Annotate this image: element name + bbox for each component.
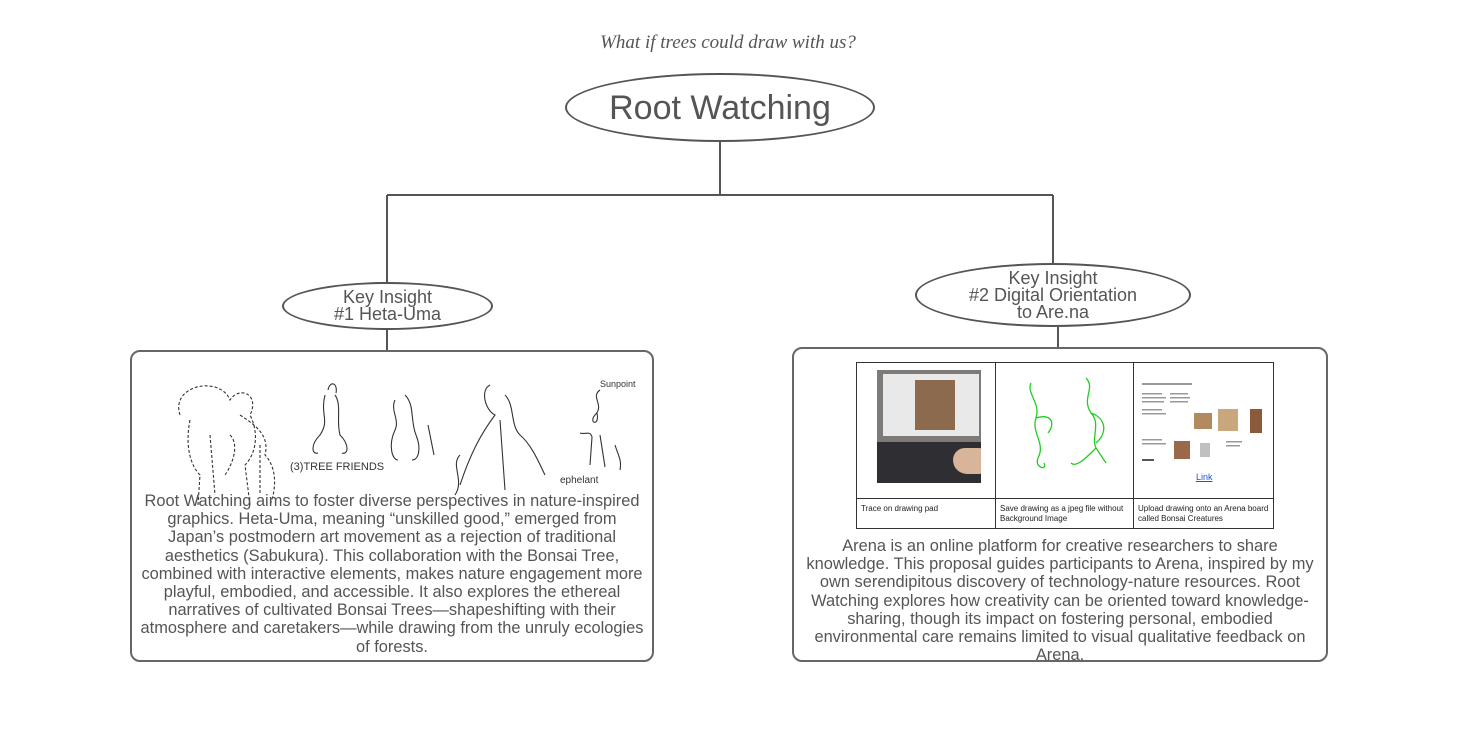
sketch-label-sunpoint: Sunpoint	[600, 379, 636, 389]
insight1-description: Root Watching aims to foster diverse per…	[138, 492, 646, 656]
green-trace-drawing	[996, 363, 1134, 499]
sketch-label-tree-friends: (3)TREE FRIENDS	[290, 461, 384, 473]
insight1-node: Key Insight #1 Heta-Uma	[282, 282, 493, 330]
step2-image	[996, 363, 1134, 499]
root-node: Root Watching	[565, 73, 875, 142]
step1-image	[857, 363, 996, 499]
insight2-node: Key Insight #2 Digital Orientation to Ar…	[915, 263, 1191, 327]
insight2-line-1: Key Insight	[1008, 270, 1097, 287]
arena-steps-table: Link Trace on drawing pad Save drawing a…	[856, 362, 1274, 529]
step1-caption: Trace on drawing pad	[857, 499, 996, 528]
root-title: Root Watching	[609, 91, 831, 125]
insight1-line-2: #1 Heta-Uma	[334, 306, 441, 323]
insight2-line-2: #2 Digital Orientation	[969, 287, 1137, 304]
laptop-screen	[883, 374, 979, 436]
guiding-question: What if trees could draw with us?	[0, 32, 1456, 54]
sketch-label-ephelant: ephelant	[560, 475, 599, 486]
arena-link[interactable]: Link	[1196, 472, 1213, 482]
insight2-line-3: to Are.na	[1017, 304, 1089, 321]
step3-caption: Upload drawing onto an Arena board calle…	[1134, 499, 1273, 528]
hand	[953, 448, 981, 474]
step3-image: Link	[1134, 363, 1273, 499]
step2-caption: Save drawing as a jpeg file without Back…	[996, 499, 1134, 528]
insight2-description: Arena is an online platform for creative…	[800, 537, 1320, 664]
drawing-pad-photo	[877, 370, 981, 483]
